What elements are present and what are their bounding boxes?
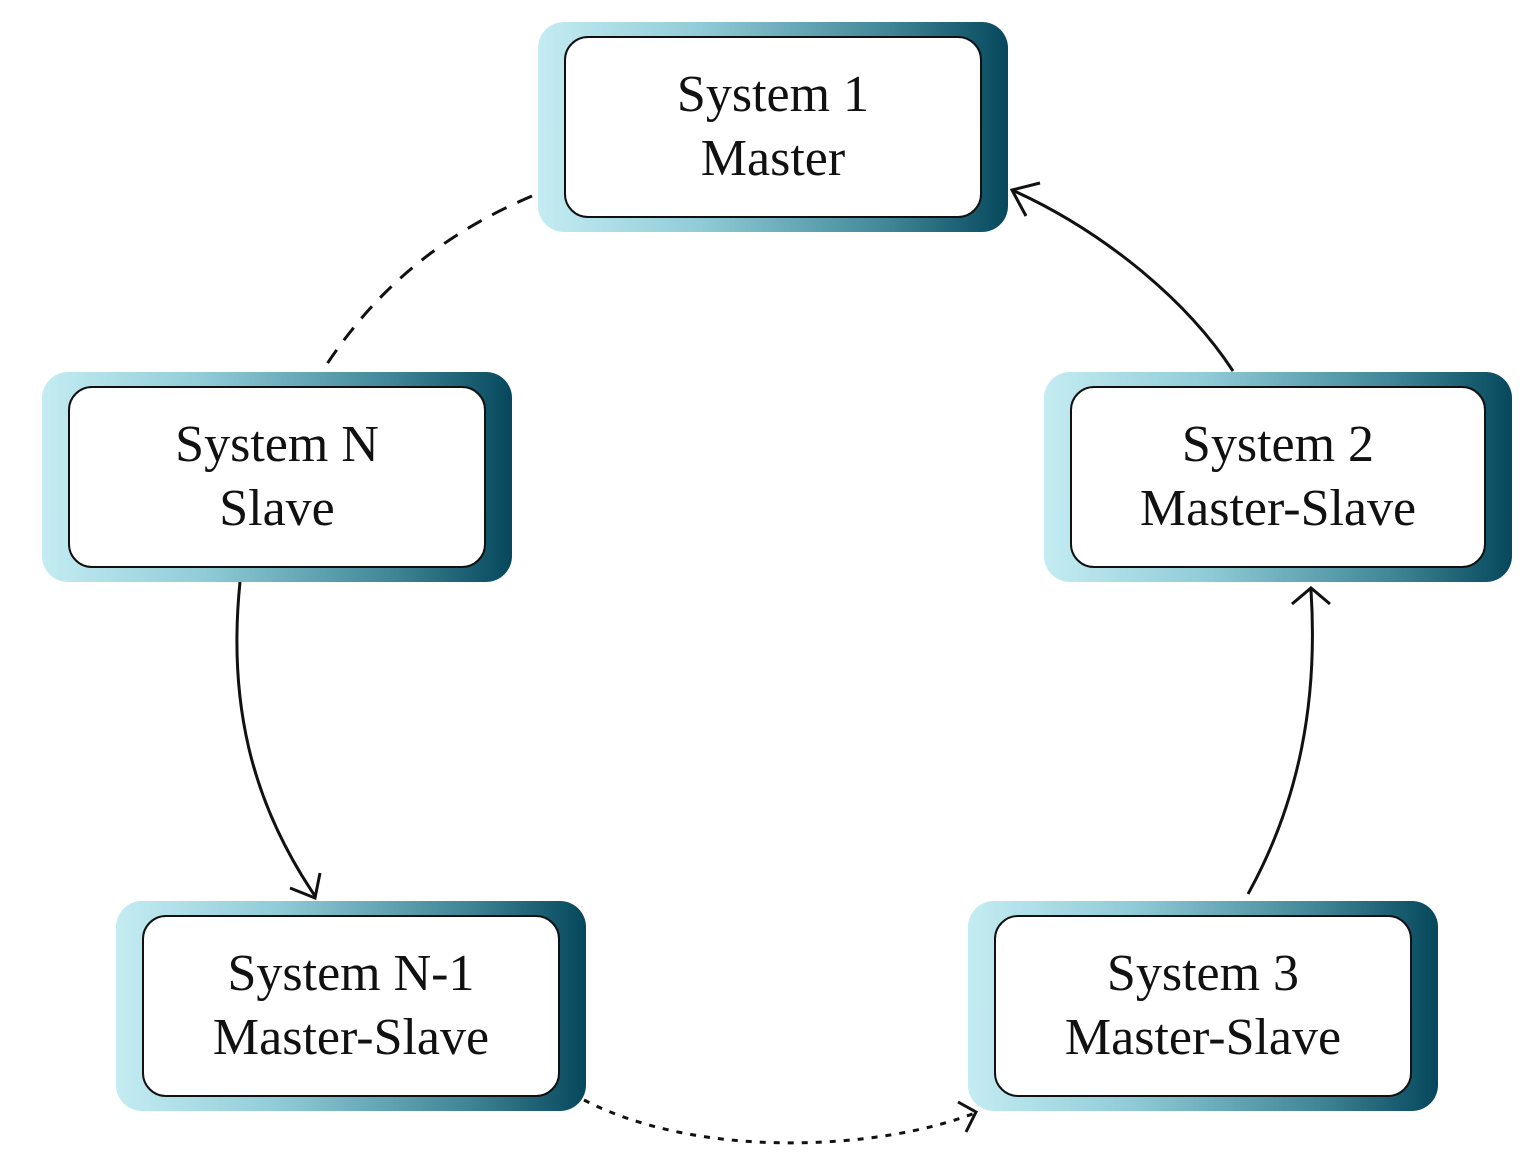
node-system-n: System N Slave — [42, 372, 512, 582]
node-role: Master-Slave — [212, 1009, 490, 1066]
node-system-n-1: System N-1 Master-Slave — [116, 901, 586, 1111]
node-box: System N Slave — [68, 386, 486, 568]
node-title: System N-1 — [227, 945, 475, 1002]
node-system-1: System 1 Master — [538, 22, 1008, 232]
node-role: Master-Slave — [1064, 1009, 1342, 1066]
arrowhead-system-n-1-icon — [289, 872, 322, 901]
node-title: System N — [175, 416, 379, 473]
node-box: System 2 Master-Slave — [1070, 386, 1486, 568]
arrowhead-system-2-icon — [1291, 586, 1331, 606]
arrow-system-n-to-system-n-1 — [235, 581, 317, 897]
node-title: System 2 — [1181, 416, 1375, 473]
arrow-system-3-to-system-2 — [1246, 589, 1314, 895]
node-title: System 1 — [676, 66, 870, 123]
node-role: Master — [700, 130, 846, 187]
node-role: Slave — [219, 480, 335, 537]
node-system-3: System 3 Master-Slave — [968, 901, 1438, 1111]
node-box: System 3 Master-Slave — [994, 915, 1412, 1097]
node-role: Master-Slave — [1139, 480, 1417, 537]
arrow-system-n-1-to-system-3 — [583, 1098, 976, 1145]
arrowhead-system-3-icon — [957, 1100, 978, 1133]
arrow-system-2-to-system-1 — [1011, 188, 1235, 372]
arrow-system-1-to-system-n — [321, 194, 533, 371]
node-system-2: System 2 Master-Slave — [1044, 372, 1512, 582]
node-title: System 3 — [1106, 945, 1300, 1002]
node-box: System 1 Master — [564, 36, 982, 218]
node-box: System N-1 Master-Slave — [142, 915, 560, 1097]
arrowhead-system-1-icon — [1009, 181, 1041, 217]
